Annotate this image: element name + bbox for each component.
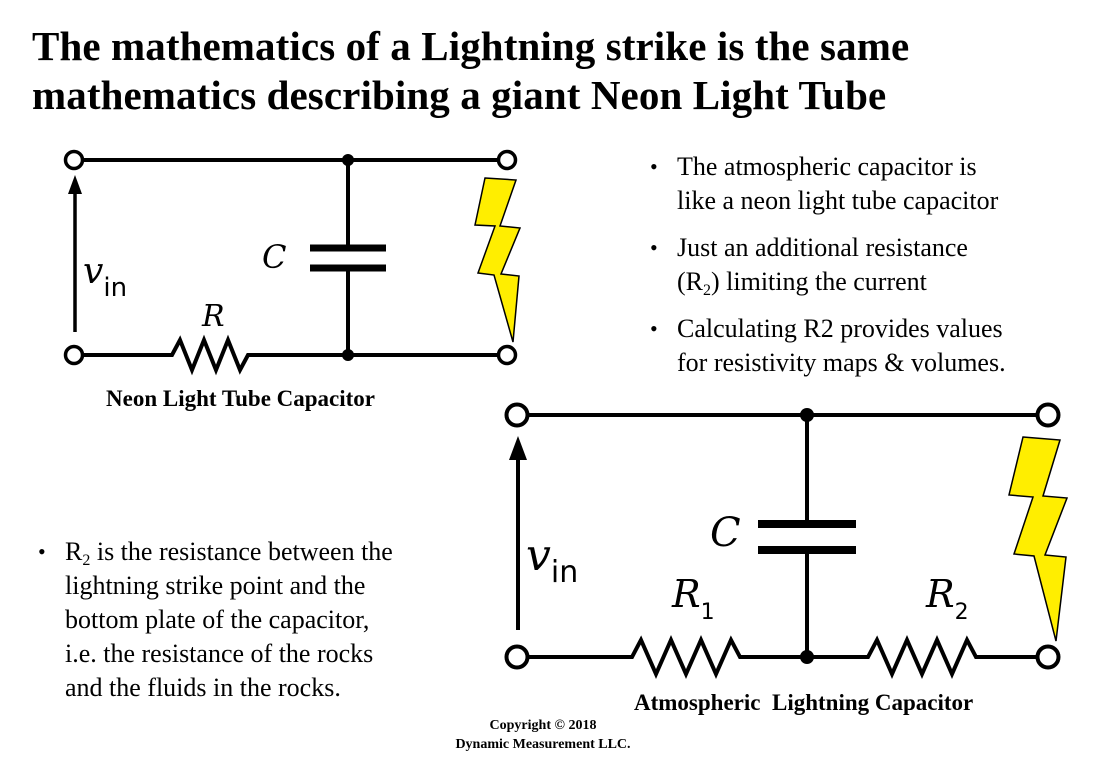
atmospheric-circuit (504, 402, 1069, 679)
neon-bottom-wire (82, 334, 498, 376)
atmo-junction-top (800, 408, 814, 422)
neon-capacitor-label: C (262, 238, 286, 276)
atmo-junction-bottom (800, 650, 814, 664)
neon-voltage-symbol: v (83, 251, 103, 292)
atmo-resistor2-subscript: 2 (955, 600, 969, 625)
neon-circuit (63, 149, 522, 376)
atmo-resistor1-symbol: R (671, 572, 701, 616)
bullet-r2-line-1: is the resistance between the (90, 537, 393, 566)
bullet-atmospheric-capacitor: The atmospheric capacitor is like a neon… (650, 150, 1090, 218)
atmo-voltage-label: vin (526, 530, 578, 590)
bullet-r2-line-3: bottom plate of the capacitor, (65, 605, 370, 634)
bullet-1-line-2: like a neon light tube capacitor (677, 186, 999, 215)
bullet-2-line-2-post: ) limiting the current (711, 267, 927, 296)
neon-circuit-caption: Neon Light Tube Capacitor (106, 386, 376, 411)
atmo-bottom-wire (526, 635, 1039, 679)
neon-voltage-arrowhead (68, 175, 82, 194)
bullet-2-subscript: 2 (703, 282, 711, 299)
neon-junction-bottom (342, 349, 354, 361)
bullet-additional-resistance: Just an additional resistance (R2) limit… (650, 231, 1090, 299)
bullet-r2-subscript: 2 (82, 552, 91, 569)
atmo-capacitor-label: C (710, 510, 741, 556)
bullet-r2-line-4: i.e. the resistance of the rocks (65, 639, 374, 668)
bullet-r2-definition: R2 is the resistance between the lightni… (38, 535, 478, 705)
title-line-2: mathematics describing a giant Neon Ligh… (32, 72, 887, 118)
neon-resistor-label: R (201, 299, 225, 334)
atmo-voltage-subscript: in (551, 555, 578, 590)
top-bullet-list: The atmospheric capacitor is like a neon… (650, 150, 1090, 393)
atmo-voltage-arrowhead (509, 436, 527, 460)
bullet-2-line-2-pre: (R (677, 267, 703, 296)
atmo-terminal-top-left (504, 402, 530, 428)
atmo-terminal-bottom-left (504, 644, 530, 670)
neon-lightning-bolt-icon (474, 177, 522, 343)
title-line-1: The mathematics of a Lightning strike is… (32, 23, 910, 69)
atmo-resistor1-subscript: 1 (701, 600, 715, 625)
bullet-r2-line-5: and the fluids in the rocks. (65, 673, 341, 702)
bullet-r2-pre: R (65, 537, 83, 566)
bullet-3-line-2: for resistivity maps & volumes. (677, 348, 1006, 377)
copyright-line-2: Dynamic Measurement LLC. (455, 737, 631, 752)
atmo-resistor2-symbol: R (925, 572, 955, 616)
atmo-lightning-bolt-icon (1008, 436, 1069, 642)
neon-terminal-bottom-right (496, 344, 518, 366)
bullet-3-line-1: Calculating R2 provides values (677, 314, 1003, 343)
atmo-voltage-symbol: v (526, 530, 551, 581)
neon-terminal-top-right (496, 149, 518, 171)
copyright-notice: Copyright © 2018 Dynamic Measurement LLC… (448, 716, 638, 754)
bullet-r2-line-2: lightning strike point and the (65, 571, 366, 600)
atmo-resistor2-label: R2 (925, 572, 969, 625)
bottom-bullet-list: R2 is the resistance between the lightni… (38, 535, 478, 705)
neon-voltage-subscript: in (103, 273, 127, 303)
copyright-line-1: Copyright © 2018 (489, 718, 597, 733)
circuit-labels: C R vin C R1 R2 vin (83, 238, 969, 625)
bullet-2-line-1: Just an additional resistance (677, 233, 968, 262)
bullet-1-line-1: The atmospheric capacitor is (677, 152, 977, 181)
atmo-terminal-top-right (1035, 402, 1061, 428)
neon-terminal-bottom-left (63, 344, 85, 366)
neon-voltage-label: vin (83, 251, 127, 303)
neon-terminal-top-left (63, 149, 85, 171)
page-title: The mathematics of a Lightning strike is… (32, 22, 909, 120)
atmo-terminal-bottom-right (1035, 644, 1061, 670)
neon-junction-top (342, 154, 354, 166)
atmospheric-circuit-caption: Atmospheric Lightning Capacitor (634, 690, 974, 715)
bullet-calculating-r2: Calculating R2 provides values for resis… (650, 312, 1090, 380)
atmo-resistor1-label: R1 (671, 572, 715, 625)
